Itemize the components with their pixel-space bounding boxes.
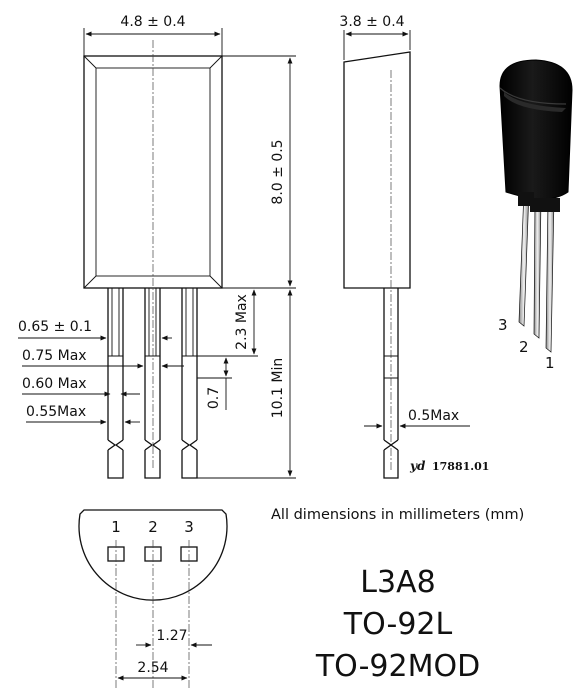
dim-pitch-full: 2.54	[137, 660, 168, 676]
bottom-outline	[78, 509, 228, 601]
dim-lead-thickness: 0.5Max	[408, 408, 459, 424]
pin-label-3: 3	[498, 316, 508, 334]
part-name: L3A8	[360, 565, 435, 600]
bottom-pin-1: 1	[111, 518, 121, 536]
units-note: All dimensions in millimeters (mm)	[271, 507, 524, 523]
side-view: 3.8 ± 0.4 0.5Max yd 17881.01	[339, 14, 489, 479]
side-lead	[383, 288, 399, 479]
bottom-view: 1 2 3 1.27 2.54	[78, 509, 228, 690]
lead-3	[181, 288, 198, 479]
dim-lead-offset: 2.3 Max	[234, 294, 250, 350]
package-3d-image: 3 2 1	[498, 59, 573, 372]
dim-body-height: 8.0 ± 0.5	[270, 139, 286, 204]
drawing-code-number: 17881.01	[432, 460, 489, 473]
dim-lead-length: 10.1 Min	[270, 358, 286, 418]
pin-label-1: 1	[545, 354, 555, 372]
lead-1	[107, 288, 124, 479]
dim-pitch-half: 1.27	[156, 628, 187, 644]
dim-body-depth: 3.8 ± 0.4	[339, 14, 404, 30]
dim-body-width: 4.8 ± 0.4	[120, 14, 185, 30]
front-leads	[107, 288, 198, 479]
dim-lead-pitch-4: 0.55Max	[26, 404, 86, 420]
dim-lead-step: 0.7	[206, 387, 222, 409]
dim-lead-pitch-1: 0.65 ± 0.1	[18, 319, 92, 335]
bottom-pin-3: 3	[184, 518, 194, 536]
lead-2	[144, 288, 161, 479]
package-name-alt: TO-92MOD	[315, 649, 480, 684]
side-body	[343, 51, 411, 289]
dim-lead-pitch-2: 0.75 Max	[22, 348, 87, 364]
pin-label-2: 2	[519, 338, 529, 356]
bottom-pin-2: 2	[148, 518, 158, 536]
front-view: 4.8 ± 0.4 8.0 ± 0.5 10.1 Min 2.3 Max 0.7…	[18, 14, 296, 479]
dim-lead-pitch-3: 0.60 Max	[22, 376, 87, 392]
drawing-code-prefix: yd	[409, 459, 426, 473]
package-name: TO-92L	[343, 607, 453, 642]
